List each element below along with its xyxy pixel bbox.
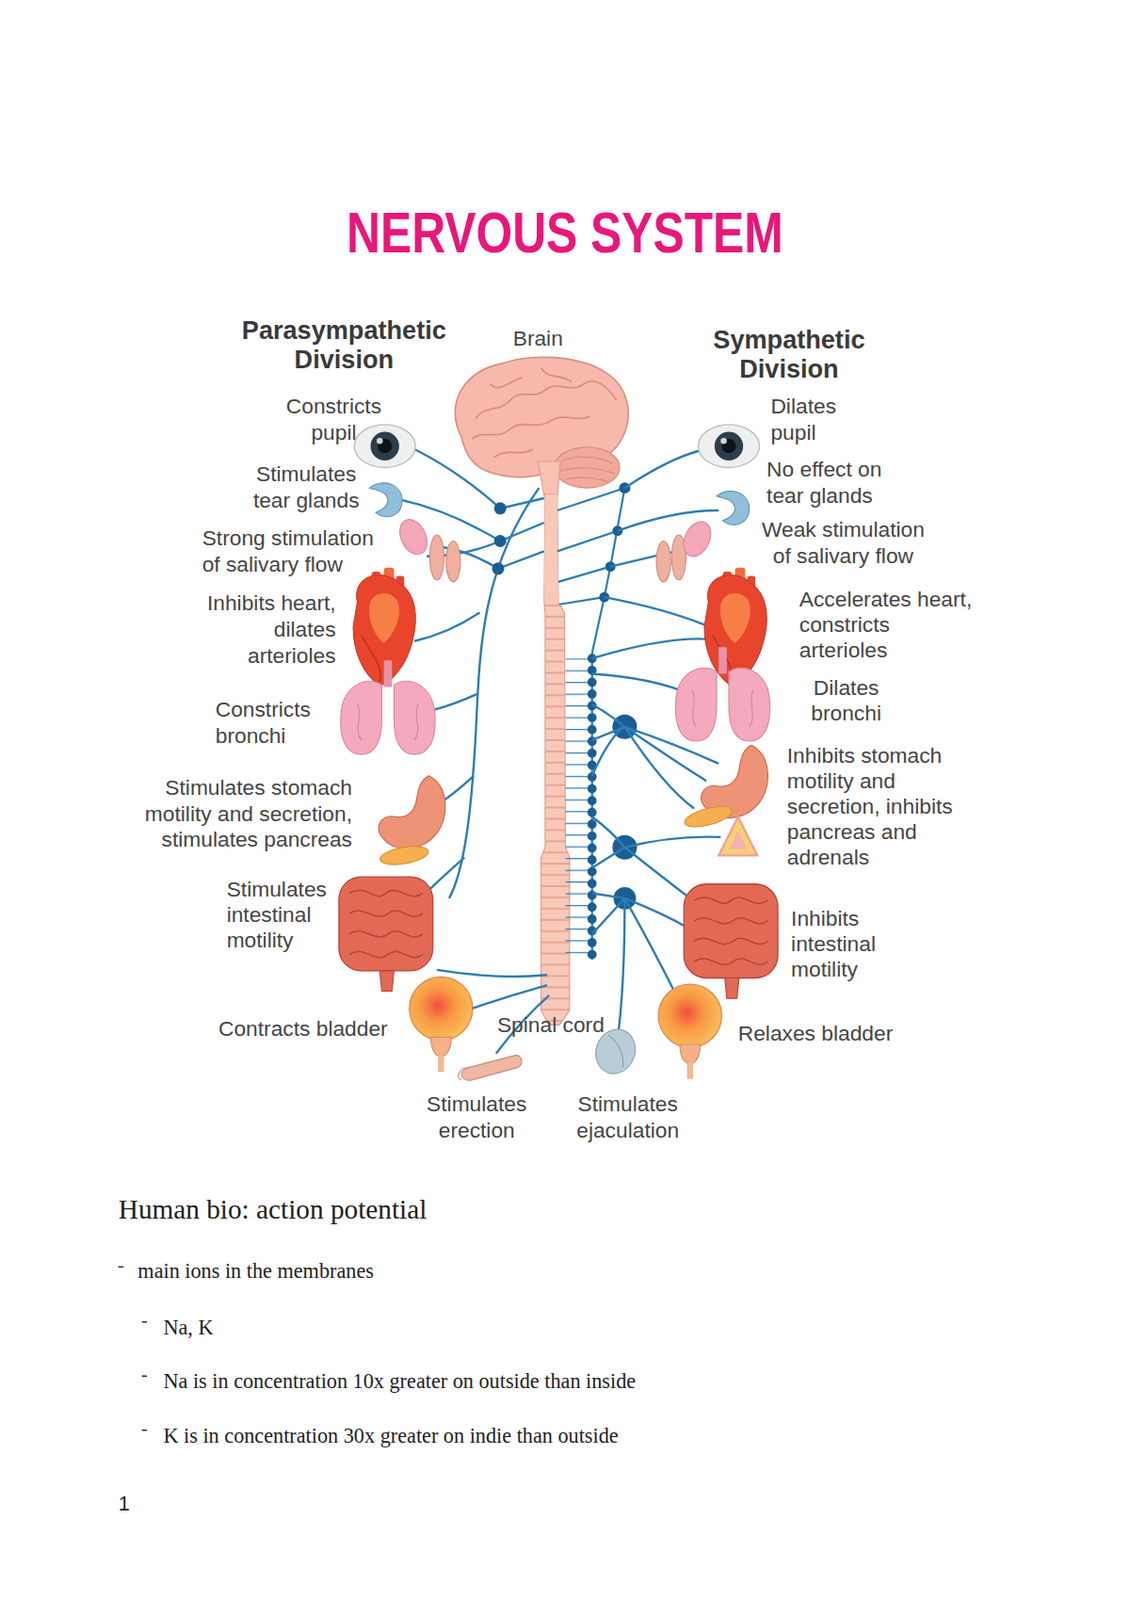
bullet-text: K is in concentration 30x greater on ind… <box>162 1422 980 1448</box>
effect-label: Stimulates ejaculation <box>568 1091 687 1143</box>
effect-label: Strong stimulation of salivary flow <box>202 524 387 578</box>
effect-label: Stimulates stomach motility and secretio… <box>137 774 353 852</box>
bullet-text: Na, K <box>162 1314 878 1340</box>
effect-label: Stimulates intestinal motility <box>226 875 339 953</box>
effect-label: Constricts pupil <box>277 392 390 446</box>
effect-label: Stimulates erection <box>420 1091 533 1143</box>
effect-label: Stimulates tear glands <box>244 460 368 514</box>
effect-label: No effect on tear glands <box>766 456 904 510</box>
division-heading: Parasympathetic Division <box>226 315 462 375</box>
bullet-text: Na is in concentration 10x greater on ou… <box>162 1369 980 1394</box>
bullet-text: main ions in the membranes <box>137 1259 853 1284</box>
section-heading: Human bio: action potential <box>118 1194 731 1226</box>
structure-label: Brain <box>486 326 589 352</box>
structure-label: Spinal cord <box>497 1011 651 1038</box>
page-title: NERVOUS SYSTEM <box>101 204 1029 262</box>
effect-label: Contracts bladder <box>218 1016 474 1043</box>
effect-label: Dilates bronchi <box>803 675 890 727</box>
effect-label: Constricts bronchi <box>215 695 323 749</box>
effect-label: Inhibits heart, dilates arterioles <box>197 590 336 669</box>
division-heading: Sympathetic Division <box>696 324 881 385</box>
effect-label: Inhibits intestinal motility <box>791 905 893 983</box>
effect-label: Inhibits stomach motility and secretion,… <box>787 742 961 871</box>
effect-label: Accelerates heart, constricts arterioles <box>799 585 979 662</box>
effect-label: Dilates pupil <box>770 392 868 446</box>
effect-label: Weak stimulation of salivary flow <box>755 516 931 570</box>
effect-label: Relaxes bladder <box>738 1019 943 1047</box>
page-number: 1 <box>118 1491 180 1517</box>
